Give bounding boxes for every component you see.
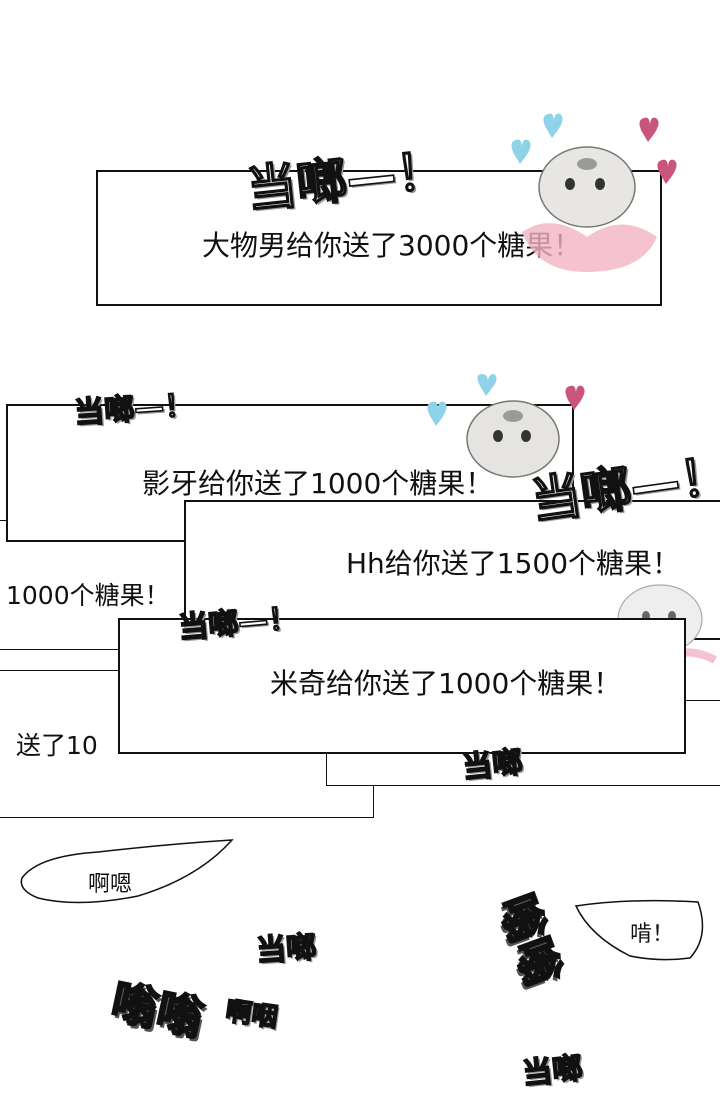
notification-text-1: 大物男给你送了3000个糖果！	[202, 229, 582, 262]
buzz-sfx-1: 嗡嗡	[488, 886, 572, 993]
ding-sfx-5: 当啷	[460, 744, 525, 787]
hamster-icon	[427, 374, 585, 478]
bubble-text-right: 啃！	[630, 922, 675, 947]
notification-panel-4	[118, 618, 686, 754]
ding-sfx-6: 当啷	[254, 929, 318, 970]
speech-bubble-left	[20, 839, 234, 904]
notification-text-4: 米奇给你送了1000个糖果！	[270, 667, 622, 700]
partial-notification-text: 1000个糖果！	[6, 581, 170, 610]
ding-sfx-7: 当啷	[520, 1050, 585, 1093]
aha-sfx: 啊咽	[223, 996, 280, 1035]
partial-notification-text-lower: 送了10	[16, 731, 98, 760]
bubble-text-left: 啊嗯	[88, 872, 133, 897]
notification-text-2: 影牙给你送了1000个糖果！	[142, 467, 494, 500]
ding-sfx-2: 当啷—！	[72, 387, 196, 432]
buzz-sfx-2: 嗡嗡	[106, 973, 209, 1047]
speech-bubble-right	[574, 899, 704, 961]
hamster-icon	[511, 113, 677, 272]
notification-text-3: Hh给你送了1500个糖果！	[346, 547, 681, 580]
